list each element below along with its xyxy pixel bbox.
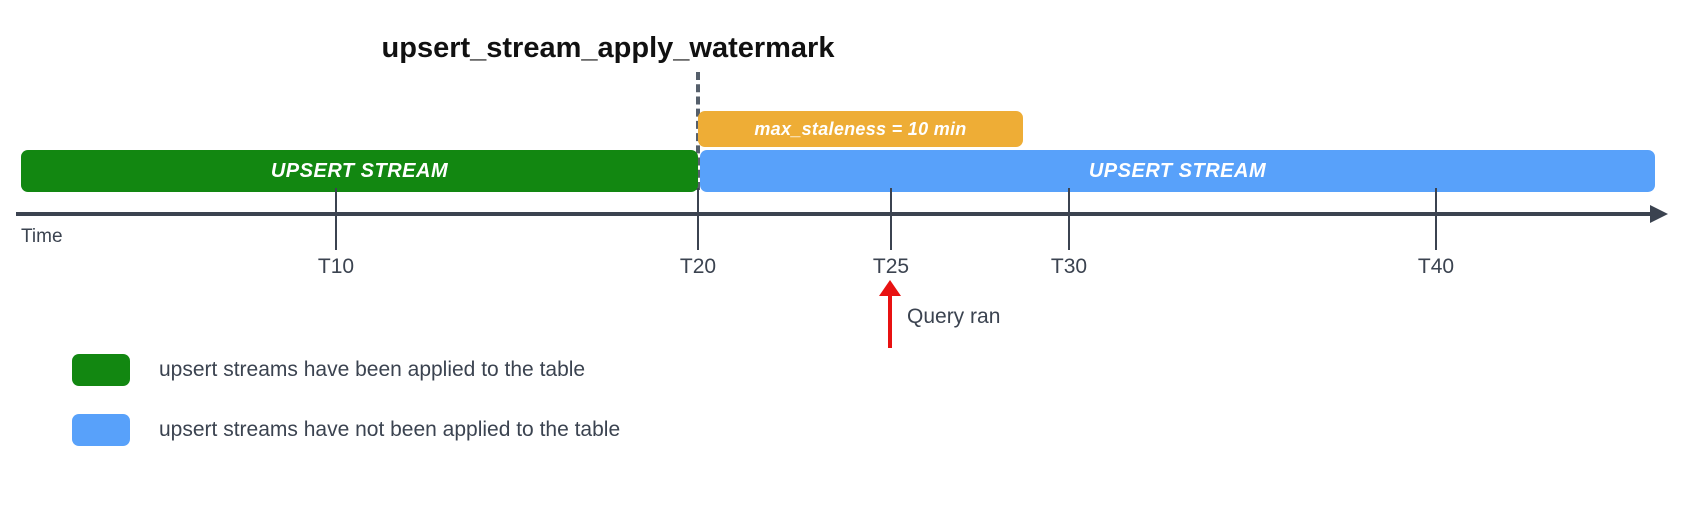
axis-tick-label-t30: T30 (1050, 255, 1088, 278)
axis-tick-label-t10: T10 (317, 255, 355, 278)
legend-swatch-blue (72, 414, 130, 446)
legend-item-not-applied: upsert streams have not been applied to … (72, 414, 620, 446)
axis-tick-label-t20: T20 (679, 255, 717, 278)
query-ran-arrow-icon (879, 280, 901, 296)
legend-label-not-applied: upsert streams have not been applied to … (159, 418, 621, 441)
upsert-stream-applied-bar: UPSERT STREAM (21, 150, 698, 192)
axis-tick-label-t40: T40 (1417, 255, 1455, 278)
query-ran-label: Query ran (907, 305, 1001, 328)
axis-tick-t20 (697, 188, 699, 250)
max-staleness-bar: max_staleness = 10 min (698, 111, 1023, 147)
time-axis-label: Time (21, 226, 63, 247)
legend-swatch-green (72, 354, 130, 386)
upsert-stream-not-applied-bar: UPSERT STREAM (700, 150, 1655, 192)
axis-tick-t10 (335, 188, 337, 250)
axis-tick-t25 (890, 188, 892, 250)
time-axis-arrow-icon (1650, 205, 1668, 223)
axis-tick-label-t25: T25 (872, 255, 910, 278)
time-axis-line (16, 212, 1660, 216)
axis-tick-t30 (1068, 188, 1070, 250)
legend-item-applied: upsert streams have been applied to the … (72, 354, 585, 386)
diagram-title: upsert_stream_apply_watermark (381, 32, 835, 64)
query-ran-arrow-shaft (888, 292, 892, 348)
legend-label-applied: upsert streams have been applied to the … (159, 358, 586, 381)
axis-tick-t40 (1435, 188, 1437, 250)
